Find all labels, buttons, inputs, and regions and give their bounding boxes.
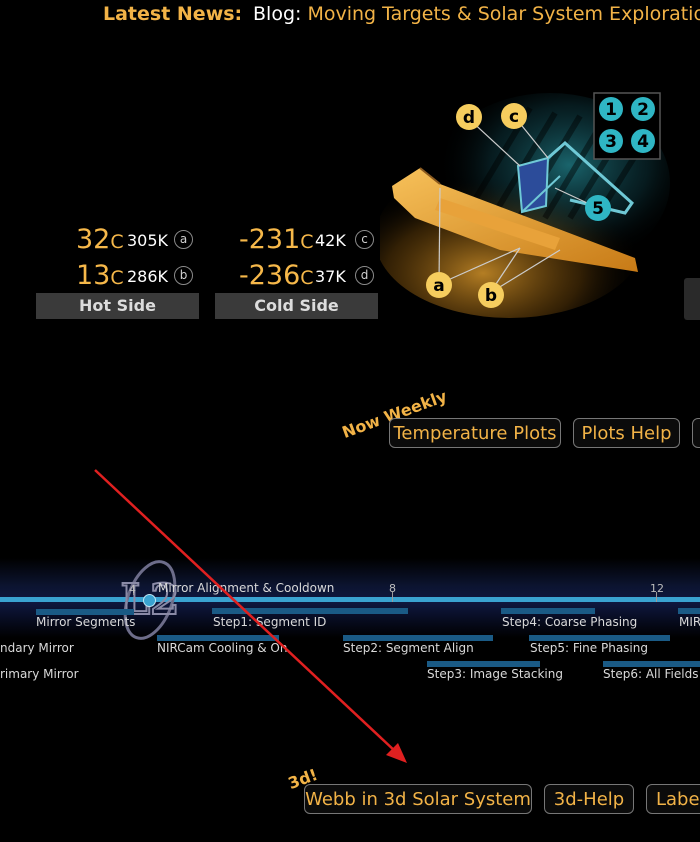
label-step1: Step1: Segment ID bbox=[213, 615, 327, 629]
news-text: Blog: Moving Targets & Solar System Expl… bbox=[253, 3, 700, 25]
temp-a-row: 32C bbox=[76, 226, 124, 253]
timeline-track bbox=[0, 597, 700, 602]
partial-button-right[interactable] bbox=[692, 418, 700, 448]
plots-help-button[interactable]: Plots Help bbox=[573, 418, 680, 448]
sunshield-lower bbox=[435, 198, 560, 250]
partial-panel-edge bbox=[684, 278, 700, 320]
webb-3d-solar-system-button[interactable]: Webb in 3d Solar System bbox=[304, 784, 532, 814]
marker-b: b bbox=[478, 282, 504, 308]
instrument-4-text: 4 bbox=[637, 132, 649, 152]
tick-label-4: 4 bbox=[129, 583, 136, 596]
news-prefix: Blog: bbox=[253, 3, 308, 25]
temp-c-celsius: -231 bbox=[239, 224, 301, 255]
bar-step1 bbox=[212, 608, 408, 614]
instrument-3-text: 3 bbox=[605, 132, 617, 152]
instrument-5[interactable]: 5 bbox=[585, 195, 611, 221]
hot-side-panel: 32C 305K a 13C 286K b Hot Side bbox=[36, 222, 200, 322]
label-nircam-cooling: NIRCam Cooling & On bbox=[157, 641, 288, 655]
marker-d-text: d bbox=[463, 108, 475, 128]
sunshield bbox=[392, 168, 638, 272]
marker-a: a bbox=[426, 272, 452, 298]
temp-b-unit: C bbox=[110, 267, 124, 289]
label-mirror-segments: Mirror Segments bbox=[36, 615, 136, 629]
instrument-2-text: 2 bbox=[637, 100, 649, 120]
temp-b-kelvin: 286K bbox=[127, 267, 169, 286]
marker-a-text: a bbox=[433, 276, 444, 296]
temp-d-celsius: -236 bbox=[239, 260, 301, 291]
temp-b-celsius: 13 bbox=[76, 260, 111, 291]
marker-d: d bbox=[456, 104, 482, 130]
label-step3: Step3: Image Stacking bbox=[427, 667, 563, 681]
instrument-1-text: 1 bbox=[605, 100, 617, 120]
instrument-4[interactable]: 4 bbox=[631, 129, 655, 153]
tick-label-12: 12 bbox=[650, 582, 664, 595]
news-bar: Latest News: Blog: Moving Targets & Sola… bbox=[0, 0, 700, 32]
bar-step2 bbox=[343, 635, 493, 641]
tick-12 bbox=[656, 592, 657, 602]
temp-d-row: -236C bbox=[239, 262, 314, 289]
temp-b-row: 13C bbox=[76, 262, 124, 289]
bar-step4 bbox=[501, 608, 595, 614]
marker-c: c bbox=[501, 103, 527, 129]
cold-side-label: Cold Side bbox=[215, 293, 378, 319]
label-primary-mirror: rimary Mirror bbox=[0, 667, 79, 681]
current-position-dot bbox=[143, 594, 156, 607]
instrument-3[interactable]: 3 bbox=[599, 129, 623, 153]
marker-b-text: b bbox=[485, 286, 497, 306]
instrument-2[interactable]: 2 bbox=[631, 97, 655, 121]
temp-a-kelvin: 305K bbox=[127, 231, 169, 250]
temp-a-celsius: 32 bbox=[76, 224, 111, 255]
temp-d-kelvin: 37K bbox=[315, 267, 346, 286]
tick-label-8: 8 bbox=[389, 582, 396, 595]
instrument-1[interactable]: 1 bbox=[599, 97, 623, 121]
labels-button[interactable]: Label bbox=[646, 784, 700, 814]
label-step2: Step2: Segment Align bbox=[343, 641, 474, 655]
temp-d-unit: C bbox=[300, 267, 314, 289]
temperature-plots-button[interactable]: Temperature Plots bbox=[389, 418, 561, 448]
label-mir: MIR bbox=[679, 615, 700, 629]
bar-step3 bbox=[427, 661, 540, 667]
bar-step6 bbox=[603, 661, 700, 667]
cold-side-panel: -231C 42K c -236C 37K d Cold Side bbox=[215, 222, 379, 322]
temp-c-unit: C bbox=[300, 231, 314, 253]
bar-step5 bbox=[529, 635, 670, 641]
temp-c-row: -231C bbox=[239, 226, 314, 253]
primary-mirror bbox=[516, 156, 550, 214]
webb-temperature-diagram: a b c d 1 2 3 4 5 bbox=[380, 92, 670, 318]
badge-c: c bbox=[355, 230, 374, 249]
hot-side-label: Hot Side bbox=[36, 293, 199, 319]
temp-c-kelvin: 42K bbox=[315, 231, 346, 250]
badge-b: b bbox=[174, 266, 193, 285]
temp-a-unit: C bbox=[110, 231, 124, 253]
bar-mirror-segments bbox=[36, 609, 134, 615]
label-step6: Step6: All Fields o bbox=[603, 667, 700, 681]
marker-c-text: c bbox=[509, 107, 519, 127]
bar-mir bbox=[678, 608, 700, 614]
badge-a: a bbox=[174, 230, 193, 249]
label-step4: Step4: Coarse Phasing bbox=[502, 615, 638, 629]
instrument-5-text: 5 bbox=[592, 199, 604, 219]
news-label: Latest News: bbox=[103, 3, 243, 25]
label-step5: Step5: Fine Phasing bbox=[530, 641, 648, 655]
label-mirror-alignment: Mirror Alignment & Cooldown bbox=[158, 581, 335, 595]
badge-d: d bbox=[355, 266, 374, 285]
news-link[interactable]: Moving Targets & Solar System Exploratio… bbox=[307, 3, 700, 25]
label-secondary-mirror: ndary Mirror bbox=[0, 641, 74, 655]
3d-help-button[interactable]: 3d-Help bbox=[544, 784, 634, 814]
